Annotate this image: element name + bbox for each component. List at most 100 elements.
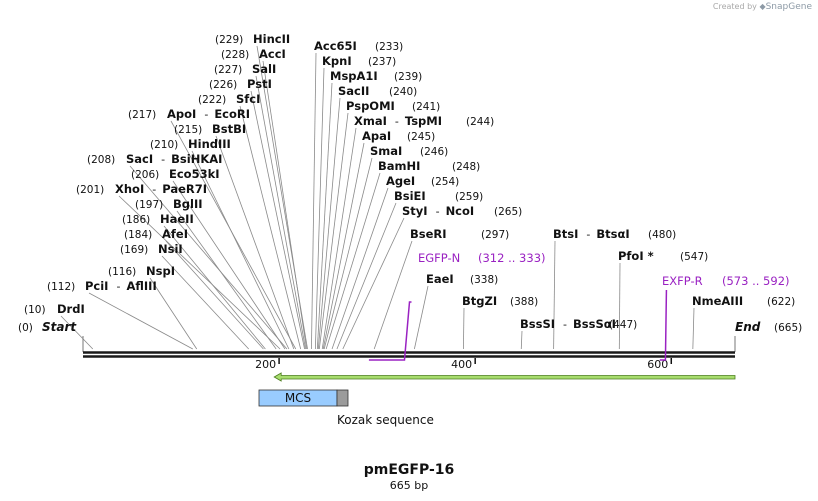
site-position: (112) <box>47 281 75 293</box>
axis-tick-label: 400 <box>451 358 472 371</box>
site-position: (186) <box>122 214 150 226</box>
site-position: (229) <box>215 34 243 46</box>
site-leader-line <box>165 240 264 350</box>
site-position: (237) <box>368 56 396 68</box>
end-position: (665) <box>774 322 802 334</box>
site-leader-line <box>255 75 306 350</box>
site-label: AgeI <box>386 174 415 188</box>
site-label: NsiI <box>158 242 183 256</box>
site-position: (233) <box>375 41 403 53</box>
site-leader-line <box>618 262 621 350</box>
site-leader-line <box>414 285 429 350</box>
site-label-dash: - <box>563 318 567 331</box>
site-label-2: BsiHKAI <box>171 152 222 166</box>
site-leader-line <box>553 240 556 350</box>
site-leader-line <box>317 97 341 350</box>
site-position: (184) <box>124 229 152 241</box>
site-leader-line <box>373 240 413 350</box>
site-leader-line <box>692 307 695 350</box>
site-label: NmeAIII <box>692 294 743 308</box>
site-position: (245) <box>407 131 435 143</box>
site-position: (254) <box>431 176 459 188</box>
site-label-2: BtsαI <box>596 227 629 241</box>
site-position: (388) <box>510 296 538 308</box>
site-position: (241) <box>412 101 440 113</box>
site-leader-line <box>322 142 365 350</box>
site-leader-line <box>336 202 397 350</box>
site-label: BglII <box>173 197 203 211</box>
site-leader-line <box>129 165 288 350</box>
end-label: Start <box>42 320 77 334</box>
feature-box: Kozak sequence <box>336 389 434 427</box>
site-label: HindIII <box>188 137 231 151</box>
site-label-2: BssSαI <box>573 317 616 331</box>
site-label: NspI <box>146 264 175 278</box>
site-leader-line <box>323 157 373 350</box>
site-label-dash: - <box>152 183 156 196</box>
site-position: (116) <box>108 266 136 278</box>
dna-backbone <box>83 351 735 358</box>
site-label-2: NcoI <box>446 204 475 218</box>
map-title: pmEGFP-16 <box>364 462 455 478</box>
primer: EXFP-R(573 .. 592) <box>659 274 790 361</box>
site-label: XmaI <box>354 114 387 128</box>
site-leader-lines <box>60 45 736 352</box>
site-label-2: TspMI <box>405 114 442 128</box>
site-label: AccI <box>259 47 286 61</box>
site-label: SacI <box>126 152 153 166</box>
site-position: (222) <box>198 94 226 106</box>
site-label-dash: - <box>395 115 399 128</box>
site-label: PstI <box>247 77 272 91</box>
feature-label: Kozak sequence <box>337 413 434 427</box>
site-leader-line <box>331 187 389 350</box>
site-leader-line <box>149 277 198 350</box>
site-position: (622) <box>767 296 795 308</box>
site-position: (210) <box>150 139 178 151</box>
site-label-dash: - <box>161 153 165 166</box>
feature-arrow-shape <box>273 372 736 382</box>
primer-label: EGFP-N <box>418 251 460 265</box>
site-position: (169) <box>120 244 148 256</box>
site-leader-line <box>88 292 194 350</box>
site-label: BtsI <box>553 227 578 241</box>
site-leader-line <box>60 315 94 350</box>
site-leader-line <box>172 180 286 350</box>
site-position: (547) <box>680 251 708 263</box>
site-position: (244) <box>466 116 494 128</box>
site-label: KpnI <box>322 54 352 68</box>
site-label: SacII <box>338 84 369 98</box>
primer-label: EXFP-R <box>662 274 703 288</box>
site-leader-line <box>239 105 302 350</box>
site-label: SfcI <box>236 92 260 106</box>
primer-mark <box>368 301 412 361</box>
primers: EGFP-N (312 .. 333) EXFP-R(573 .. 592) <box>368 251 790 361</box>
site-position: (206) <box>131 169 159 181</box>
site-label: HincII <box>253 32 290 46</box>
site-label: BtgZI <box>462 294 497 308</box>
site-leader-line <box>118 195 281 350</box>
site-position: (197) <box>135 199 163 211</box>
site-label: BseRI <box>410 227 447 241</box>
axis-tick-label: 600 <box>647 358 668 371</box>
site-label: SalI <box>252 62 276 76</box>
site-leader-line <box>191 150 290 350</box>
site-leader-line <box>176 210 277 350</box>
site-label-2: EcoRI <box>214 107 250 121</box>
site-label: BamHI <box>378 159 420 173</box>
site-leader-line <box>325 172 381 350</box>
site-leader-line <box>256 45 308 350</box>
site-position: (259) <box>455 191 483 203</box>
site-label: AfeI <box>162 227 188 241</box>
site-label-2: PaeR7I <box>162 182 207 196</box>
site-label: MspA1I <box>330 69 378 83</box>
primer-range: (312 .. 333) <box>478 251 546 265</box>
site-position: (265) <box>494 206 522 218</box>
site-position: (297) <box>481 229 509 241</box>
site-position: (228) <box>221 49 249 61</box>
snapgene-logo-icon: ◆ <box>759 2 766 11</box>
feature-box-rect <box>336 389 349 407</box>
site-position: (208) <box>87 154 115 166</box>
feature-label: MCS <box>285 391 311 405</box>
site-label-dash: - <box>116 280 120 293</box>
site-leader-line <box>170 120 297 350</box>
